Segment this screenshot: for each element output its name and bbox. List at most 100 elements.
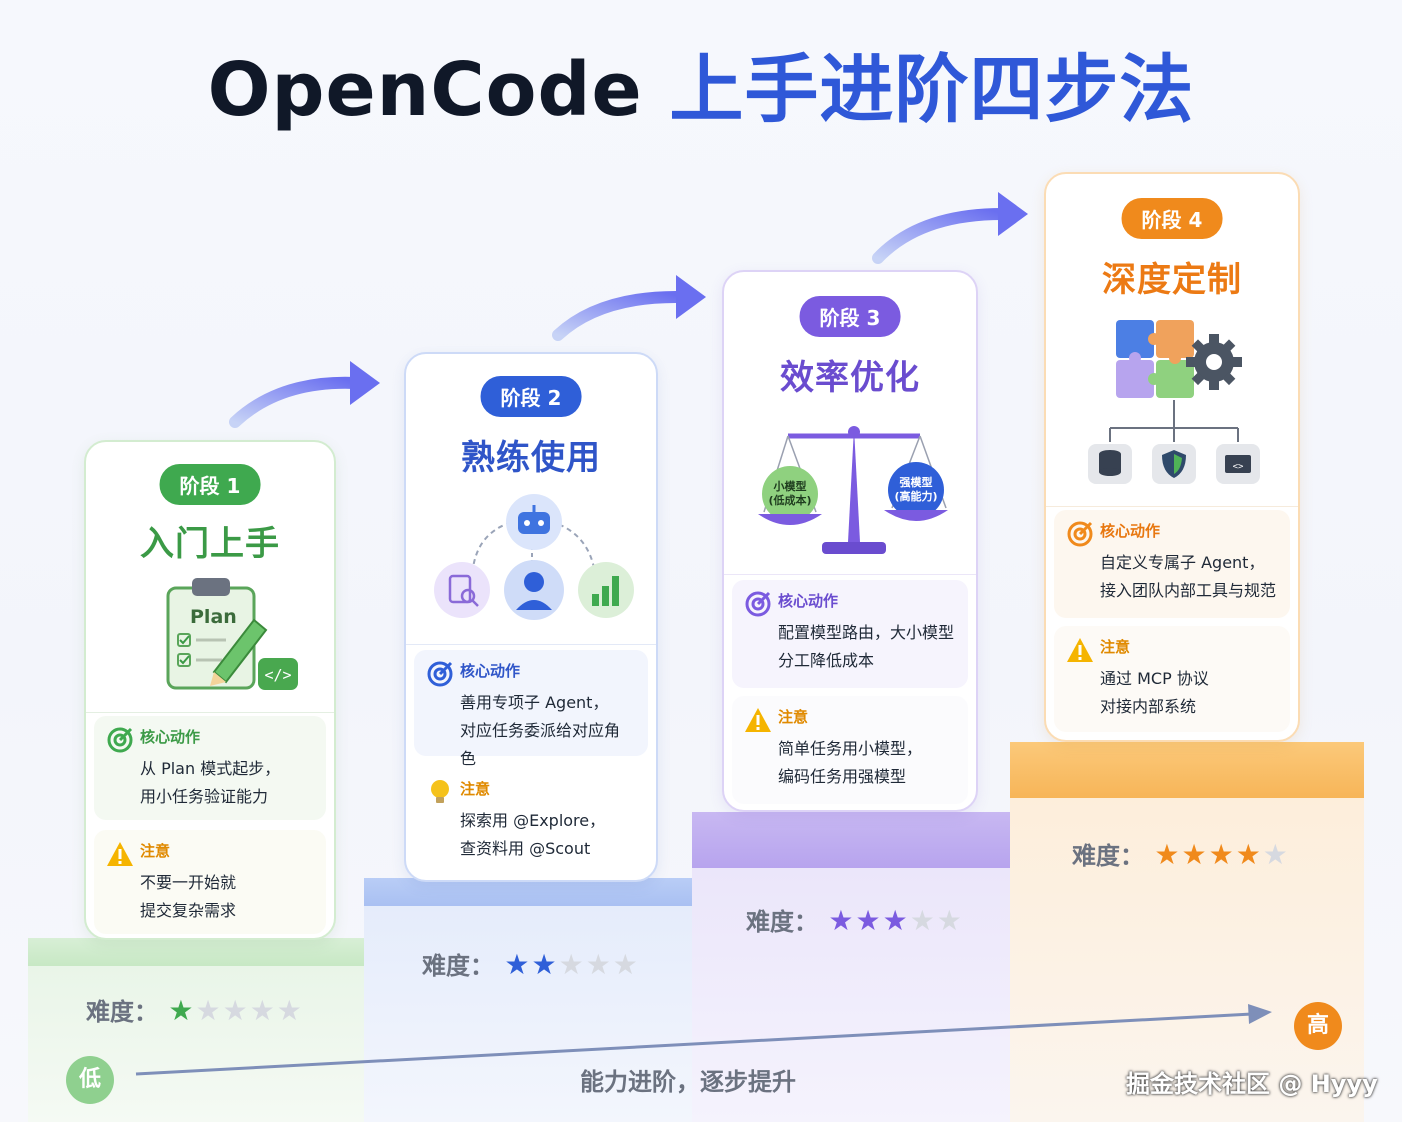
stage-badge: 阶段 3 — [799, 296, 901, 337]
note-line-2: 对接内部系统 — [1100, 697, 1197, 716]
stage-badge: 阶段 4 — [1121, 198, 1223, 239]
stage-card-2: 阶段 2 熟练使用 — [404, 352, 658, 882]
star-empty-icon: ★ — [1262, 838, 1288, 871]
clipboard-plan-icon: </> — [166, 578, 298, 690]
star-filled-icon: ★ — [504, 948, 530, 981]
warning-icon — [745, 708, 771, 732]
core-action-label: 核心动作 — [1100, 522, 1161, 540]
difficulty-stage-3: 难度： ★★★★★ — [746, 902, 962, 937]
note-line-2: 编码任务用强模型 — [778, 767, 907, 786]
axis-high-badge: 高 — [1294, 1002, 1342, 1050]
scale-right-line-2: (高能力) — [894, 490, 938, 503]
stage-title: 深度定制 — [1102, 260, 1242, 300]
platform-stage-2 — [364, 878, 698, 1122]
difficulty-stars: ★★★★★ — [1152, 838, 1288, 871]
core-action-line-1: 自定义专属子 Agent， — [1100, 553, 1265, 572]
core-action-label: 核心动作 — [140, 728, 201, 746]
difficulty-label: 难度： — [746, 908, 818, 936]
core-action-box: 核心动作 配置模型路由，大小模型 分工降低成本 — [732, 580, 968, 688]
scale-left-line-1: 小模型 — [773, 480, 807, 493]
stage-card-3: 阶段 3 效率优化 小模型 (低成本) 强模型 (高能力) 核心动作 配置模型路… — [722, 270, 978, 812]
note-line-2: 查资料用 @Scout — [460, 839, 591, 858]
user-icon — [504, 560, 564, 620]
platform-stage-4 — [1010, 742, 1364, 1122]
arrow-3-4-head — [998, 192, 1028, 236]
terminal-icon: <> — [1216, 444, 1260, 484]
star-filled-icon: ★ — [828, 904, 854, 937]
clipboard-plan-label: Plan — [190, 606, 237, 628]
core-action-line-2: 对应任务委派给对应角色 — [460, 721, 621, 768]
star-empty-icon: ★ — [909, 904, 935, 937]
shield-icon — [1152, 444, 1196, 484]
stage-title: 效率优化 — [780, 358, 920, 398]
note-label: 注意 — [1100, 638, 1131, 656]
core-action-line-2: 分工降低成本 — [778, 651, 875, 670]
stage-title: 熟练使用 — [461, 438, 601, 478]
arrow-2-3 — [552, 290, 686, 341]
puzzle-icon — [1116, 320, 1194, 398]
agent-team-illustration — [434, 494, 634, 620]
title-brand: OpenCode — [207, 47, 643, 133]
target-icon — [745, 591, 771, 617]
star-empty-icon: ★ — [249, 994, 275, 1027]
star-filled-icon: ★ — [168, 994, 194, 1027]
star-empty-icon: ★ — [612, 948, 638, 981]
star-filled-icon: ★ — [882, 904, 908, 937]
star-empty-icon: ★ — [276, 994, 302, 1027]
axis-line — [135, 1012, 1253, 1076]
scale-right-line-1: 强模型 — [899, 476, 933, 489]
note-box: 注意 简单任务用小模型， 编码任务用强模型 — [732, 696, 968, 804]
star-filled-icon: ★ — [1154, 838, 1180, 871]
page-title: OpenCode 上手进阶四步法 — [0, 30, 1402, 137]
core-action-label: 核心动作 — [460, 662, 521, 680]
difficulty-stage-1: 难度： ★★★★★ — [86, 992, 302, 1027]
stage-badge: 阶段 1 — [159, 464, 261, 505]
title-rest: 上手进阶四步法 — [669, 47, 1195, 133]
watermark: 掘金技术社区 @ Hyyy — [1126, 1070, 1378, 1098]
svg-text:<>: <> — [1233, 462, 1244, 472]
stage-card-4: 阶段 4 深度定制 — [1044, 172, 1300, 742]
arrow-1-2-head — [350, 361, 380, 405]
difficulty-stage-4: 难度： ★★★★★ — [1072, 836, 1288, 871]
balance-scale-icon — [758, 426, 948, 554]
difficulty-stars: ★★★★★ — [826, 904, 962, 937]
stage-badge: 阶段 2 — [480, 376, 582, 417]
core-action-line-2: 接入团队内部工具与规范 — [1100, 581, 1277, 600]
note-label: 注意 — [140, 842, 171, 860]
customization-illustration: <> — [1088, 320, 1260, 484]
svg-text:</>: </> — [264, 666, 291, 684]
star-filled-icon: ★ — [1181, 838, 1207, 871]
star-filled-icon: ★ — [531, 948, 557, 981]
bar-chart-icon — [578, 562, 634, 618]
core-action-line-1: 配置模型路由，大小模型 — [778, 623, 955, 642]
scale-left-label: 小模型 (低成本) — [766, 480, 814, 508]
note-box: 注意 通过 MCP 协议 对接内部系统 — [1054, 626, 1290, 732]
star-filled-icon: ★ — [1208, 838, 1234, 871]
star-filled-icon: ★ — [1235, 838, 1261, 871]
arrow-3-4 — [872, 208, 1008, 264]
star-empty-icon: ★ — [195, 994, 221, 1027]
core-action-line-2: 用小任务验证能力 — [140, 787, 269, 806]
gear-icon — [1186, 334, 1242, 390]
robot-icon — [506, 494, 562, 550]
note-label: 注意 — [460, 780, 491, 798]
target-icon — [107, 727, 133, 753]
star-empty-icon: ★ — [222, 994, 248, 1027]
core-action-box: 核心动作 从 Plan 模式起步， 用小任务验证能力 — [94, 716, 326, 820]
note-box: 注意 探索用 @Explore， 查资料用 @Scout — [414, 768, 648, 874]
star-filled-icon: ★ — [855, 904, 881, 937]
pencil-icon — [210, 618, 268, 686]
platform-stage-3 — [692, 812, 1032, 1122]
core-action-box: 核心动作 自定义专属子 Agent， 接入团队内部工具与规范 — [1054, 510, 1290, 618]
axis-caption: 能力进阶，逐步提升 — [580, 1068, 796, 1096]
warning-icon — [107, 842, 133, 866]
scale-left-line-2: (低成本) — [768, 494, 812, 507]
star-empty-icon: ★ — [558, 948, 584, 981]
note-line-2: 提交复杂需求 — [140, 901, 237, 920]
star-empty-icon: ★ — [585, 948, 611, 981]
star-empty-icon: ★ — [936, 904, 962, 937]
target-icon — [427, 661, 453, 687]
core-action-label: 核心动作 — [778, 592, 839, 610]
stage-card-1: 阶段 1 入门上手 </> Plan 核心动作 从 Plan 模式起步， 用小任… — [84, 440, 336, 940]
